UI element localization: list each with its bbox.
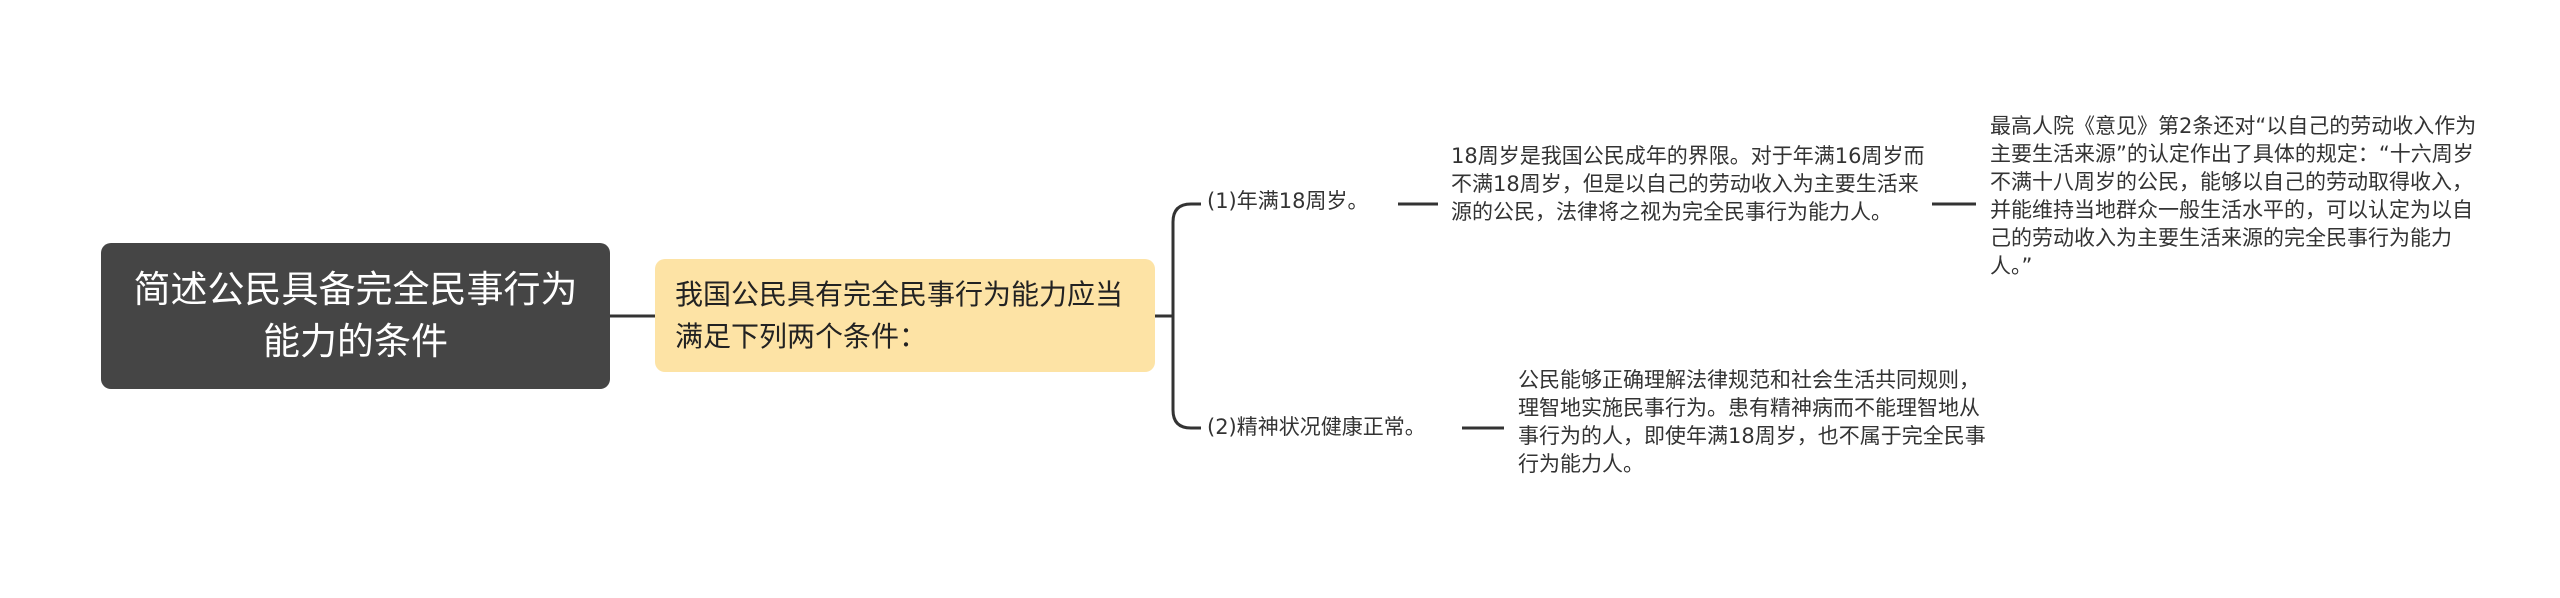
connector-bracket-lower (1171, 316, 1201, 430)
condition-age-detail[interactable]: 18周岁是我国公民成年的界限。对于年满16周岁而不满18周岁，但是以自己的劳动收… (1451, 142, 1931, 226)
condition-age-supplement-text: 最高人院《意见》第2条还对“以自己的劳动收入作为主要生活来源”的认定作出了具体的… (1990, 114, 2477, 278)
condition-age-detail-text: 18周岁是我国公民成年的界限。对于年满16周岁而不满18周岁，但是以自己的劳动收… (1451, 144, 1925, 224)
root-topic-text: 简述公民具备完全民事行为能力的条件 (133, 268, 578, 363)
condition-age-topic[interactable]: (1)年满18周岁。 (1207, 187, 1368, 215)
intro-topic[interactable]: 我国公民具有完全民事行为能力应当满足下列两个条件： (655, 259, 1155, 372)
condition-age-supplement[interactable]: 最高人院《意见》第2条还对“以自己的劳动收入作为主要生活来源”的认定作出了具体的… (1990, 112, 2478, 280)
condition-mental-detail[interactable]: 公民能够正确理解法律规范和社会生活共同规则，理智地实施民事行为。患有精神病而不能… (1518, 366, 1998, 478)
condition-mental-text: (2)精神状况健康正常。 (1207, 415, 1426, 439)
condition-mental-detail-text: 公民能够正确理解法律规范和社会生活共同规则，理智地实施民事行为。患有精神病而不能… (1518, 368, 1986, 476)
root-topic[interactable]: 简述公民具备完全民事行为能力的条件 (101, 243, 610, 389)
intro-topic-text: 我国公民具有完全民事行为能力应当满足下列两个条件： (675, 277, 1124, 353)
connector-bracket-upper (1171, 202, 1201, 316)
condition-age-text: (1)年满18周岁。 (1207, 189, 1369, 213)
condition-mental-topic[interactable]: (2)精神状况健康正常。 (1207, 413, 1426, 441)
